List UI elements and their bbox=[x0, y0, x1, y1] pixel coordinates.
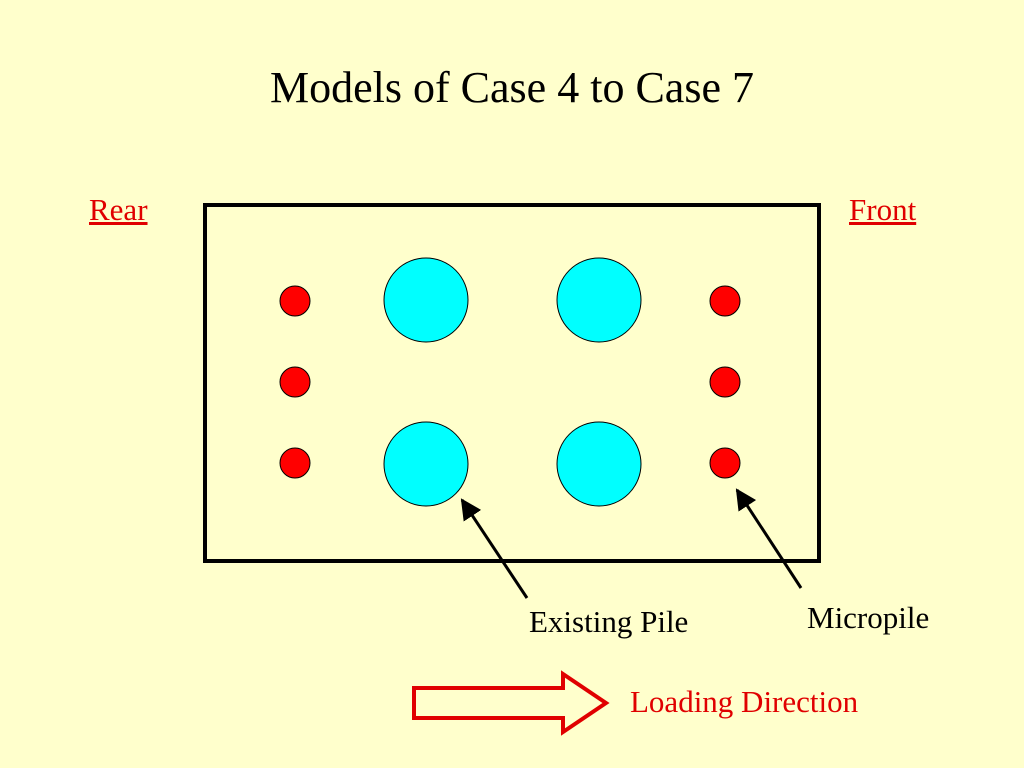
existing-pile-label: Existing Pile bbox=[529, 604, 689, 639]
loading-direction-arrow bbox=[412, 670, 610, 736]
loading-direction-label: Loading Direction bbox=[630, 684, 859, 719]
rear-label: Rear bbox=[89, 192, 148, 227]
existing-pile-bottom-left bbox=[383, 421, 469, 507]
front-label: Front bbox=[849, 192, 917, 227]
micropile-label: Micropile bbox=[807, 600, 930, 635]
micropile-rear-middle bbox=[279, 366, 311, 398]
slide-title: Models of Case 4 to Case 7 bbox=[270, 63, 754, 112]
micropile-arrow bbox=[735, 488, 803, 589]
micropile-rear-top bbox=[279, 285, 311, 317]
micropile-front-bottom bbox=[709, 447, 741, 479]
micropile-front-top bbox=[709, 285, 741, 317]
micropile-rear-bottom bbox=[279, 447, 311, 479]
existing-pile-bottom-right bbox=[556, 421, 642, 507]
existing-pile-arrow bbox=[460, 498, 529, 599]
micropile-front-middle bbox=[709, 366, 741, 398]
existing-pile-top-left bbox=[383, 257, 469, 343]
pile-cap-outline bbox=[203, 203, 821, 563]
existing-pile-top-right bbox=[556, 257, 642, 343]
